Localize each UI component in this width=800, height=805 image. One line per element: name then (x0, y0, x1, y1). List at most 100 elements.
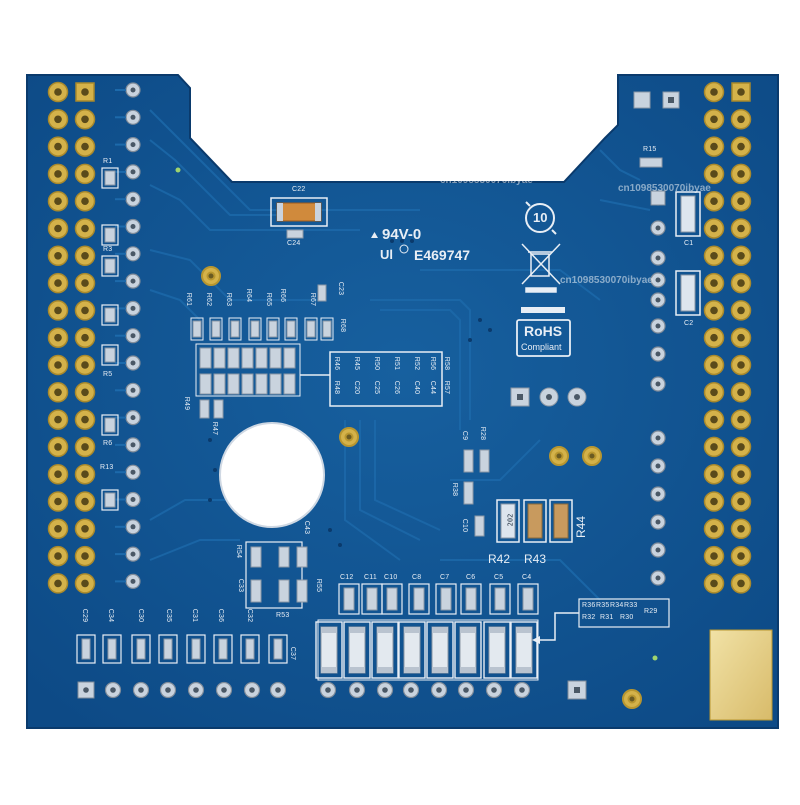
label-r66: R66 (279, 288, 287, 303)
cap-outline (435, 583, 457, 615)
big-res-cap (404, 667, 420, 673)
label-r15: R15 (643, 146, 657, 153)
right-inner-pin-hole (655, 255, 661, 261)
bottom-cap-outline (102, 634, 122, 664)
label-r43: R43 (524, 552, 547, 566)
left-resistor-outline (101, 414, 119, 436)
big-res (515, 626, 533, 674)
big-res-cap (404, 627, 420, 633)
right-pin-hole (710, 306, 718, 315)
left-pin-hole (54, 388, 62, 397)
big-res-cap (349, 627, 365, 633)
big-res-outline (454, 621, 482, 679)
cap (465, 587, 477, 611)
bottom-cap (191, 638, 201, 660)
label-c2: C2 (684, 320, 694, 327)
bottom-cap (136, 638, 146, 660)
left-pin-hole (54, 361, 62, 369)
left-pin-hole (54, 279, 62, 287)
label-r44: R44 (574, 515, 589, 539)
left-pin-hole (81, 142, 89, 151)
right-pin-hole (737, 88, 745, 96)
grid-res (283, 347, 296, 369)
grid-res (306, 320, 316, 338)
cap-outline (460, 583, 482, 615)
left-resistor-outline (101, 255, 119, 277)
label-r53: R53 (276, 612, 290, 619)
left-inner-pin-hole (130, 360, 136, 366)
left-inner-pin-hole (130, 578, 136, 584)
left-resistor (104, 347, 116, 363)
top-right-pads (633, 91, 680, 109)
right-pin-hole (737, 306, 745, 315)
big-res-outline (398, 621, 426, 679)
label-c12: C12 (340, 574, 354, 581)
left-pin-hole (81, 252, 89, 260)
right-pin-hole (710, 361, 718, 369)
rohs-title: RoHS (524, 323, 563, 339)
cap (343, 587, 355, 611)
left-inner-pin-hole (130, 415, 136, 421)
bottom-pin-hole (110, 687, 116, 693)
label-c10: C10 (461, 518, 469, 533)
grid-res (268, 320, 278, 338)
label-c10b: C10 (384, 574, 398, 581)
right-inner-pin-hole (655, 519, 661, 525)
right-pin-hole (710, 197, 718, 205)
left-pin-hole (81, 388, 89, 397)
bottom-pin-hole (408, 687, 414, 693)
ul-file-number: E469747 (414, 247, 471, 263)
bottom-cap (245, 638, 255, 660)
cap (386, 587, 398, 611)
big-res (403, 626, 421, 674)
left-pin-hole (81, 279, 89, 287)
grid-res (241, 373, 254, 395)
grid-res-outline (304, 317, 318, 341)
right-pin-hole (710, 497, 718, 506)
left-pin-hole (54, 443, 62, 451)
right-pin-hole (737, 552, 745, 560)
left-pin-hole (81, 415, 89, 424)
big-res-cap (460, 667, 476, 673)
label-r34: R34 (610, 602, 624, 609)
cap (494, 587, 506, 611)
grid-res (250, 320, 260, 338)
cap-outline (381, 583, 403, 615)
right-inner-pin-hole (655, 575, 661, 581)
right-pin-hole (737, 252, 745, 260)
label-c26: C26 (393, 380, 401, 395)
label-c35: C35 (165, 608, 173, 623)
traces (149, 109, 651, 601)
left-inner-pin-hole (130, 142, 136, 148)
left-pin-hole (81, 470, 89, 479)
small-parts-center (463, 449, 490, 505)
left-resistor (104, 417, 116, 433)
left-pin-hole (81, 525, 89, 533)
right-pin-hole (737, 525, 745, 533)
bottom-pin-square-right-hole (574, 687, 580, 693)
right-inner-square (650, 190, 666, 206)
right-pin-hole (737, 224, 745, 233)
grid-res (286, 320, 296, 338)
left-inner-pin-hole (130, 251, 136, 257)
left-pin-hole (54, 197, 62, 205)
label-r1: R1 (103, 158, 113, 165)
left-pin-hole (81, 443, 89, 451)
bottom-pin-hole (221, 687, 227, 693)
left-inner-pin-hole (130, 497, 136, 502)
bottom-pin-hole (193, 687, 199, 693)
left-inner-pin-hole (130, 551, 136, 557)
right-pin-hole (737, 361, 745, 369)
big-res-outline (315, 621, 343, 679)
right-pin-hole (737, 279, 745, 287)
bottom-cap-outline (186, 634, 206, 664)
left-resistor-outline (101, 304, 119, 326)
right-header (703, 81, 752, 594)
left-inner-pin-hole (130, 442, 136, 448)
right-pin-hole (710, 115, 718, 124)
r15-resistor (639, 157, 663, 168)
label-r67: R67 (309, 292, 317, 307)
grid-res-outline (209, 317, 223, 341)
